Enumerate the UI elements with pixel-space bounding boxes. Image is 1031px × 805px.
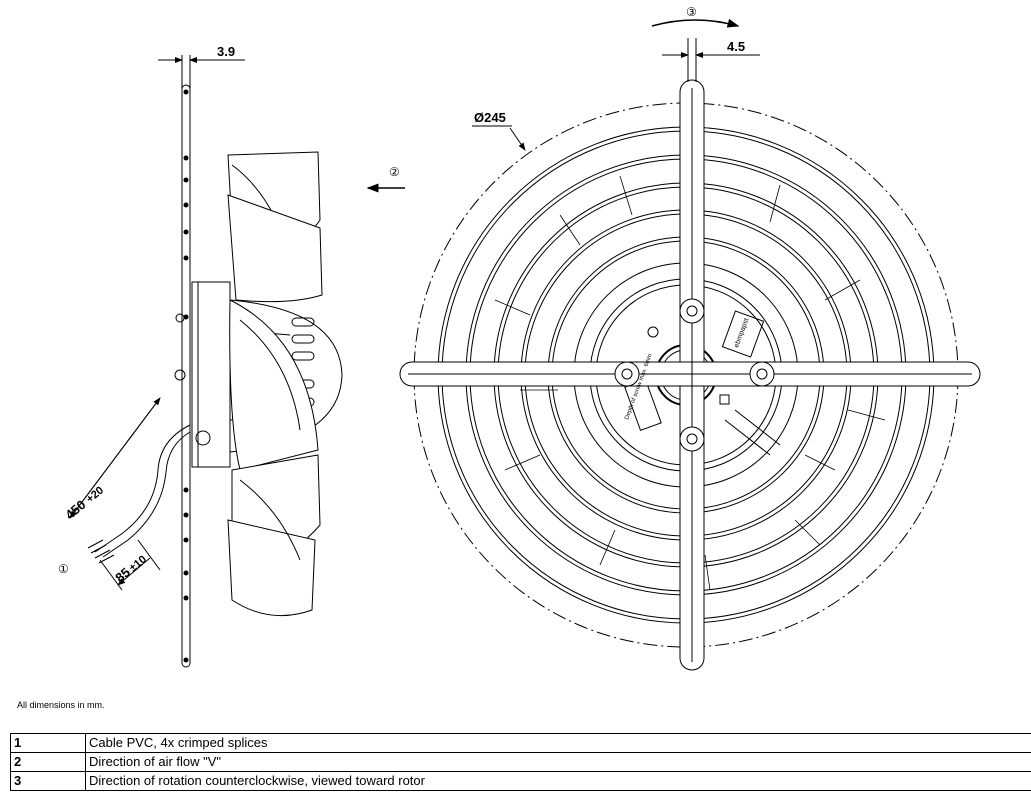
screw-bosses	[614, 298, 775, 452]
legend-num: 1	[10, 733, 86, 753]
legend-table: 1 Cable PVC, 4x crimped splices 2 Direct…	[10, 733, 1031, 791]
dim-cable-length-label: 450	[62, 497, 88, 522]
callout-rotation: ③	[686, 5, 697, 19]
legend-row: 2 Direction of air flow "V"	[10, 752, 1031, 772]
dim-flange-thickness-label: 3.9	[217, 44, 235, 59]
legend-text: Cable PVC, 4x crimped splices	[85, 733, 1031, 753]
flange-plate	[181, 84, 191, 668]
dim-bar-width	[662, 38, 760, 82]
cable-assembly	[69, 397, 191, 591]
legend-row: 1 Cable PVC, 4x crimped splices	[10, 733, 1031, 753]
dim-diameter-label: Ø245	[474, 110, 506, 125]
units-note: All dimensions in mm.	[17, 700, 105, 710]
rotation-arrow	[651, 18, 740, 28]
legend-text: Direction of rotation counterclockwise, …	[85, 771, 1031, 791]
legend-row: 3 Direction of rotation counterclockwise…	[10, 771, 1031, 791]
dim-bar-width-label: 4.5	[727, 39, 745, 54]
dim-diameter	[472, 125, 526, 151]
motor-hub	[174, 281, 343, 468]
callout-airflow: ②	[389, 165, 400, 179]
dim-strip-length-tol: ±10	[127, 553, 149, 574]
side-view	[69, 55, 405, 668]
dim-flange-thickness	[158, 55, 245, 88]
legend-text: Direction of air flow "V"	[85, 752, 1031, 772]
dim-cable-length-tol: +20	[84, 484, 106, 505]
cross-bars	[399, 79, 981, 671]
blade-traces	[494, 175, 886, 591]
callout-cable: ①	[58, 562, 69, 576]
legend-num: 2	[10, 752, 86, 772]
front-view	[399, 18, 981, 671]
technical-drawing: 3.9 450 +20 85 ±10 ① ②	[58, 5, 981, 671]
legend-num: 3	[10, 771, 86, 791]
fan-blades-side	[227, 151, 323, 617]
